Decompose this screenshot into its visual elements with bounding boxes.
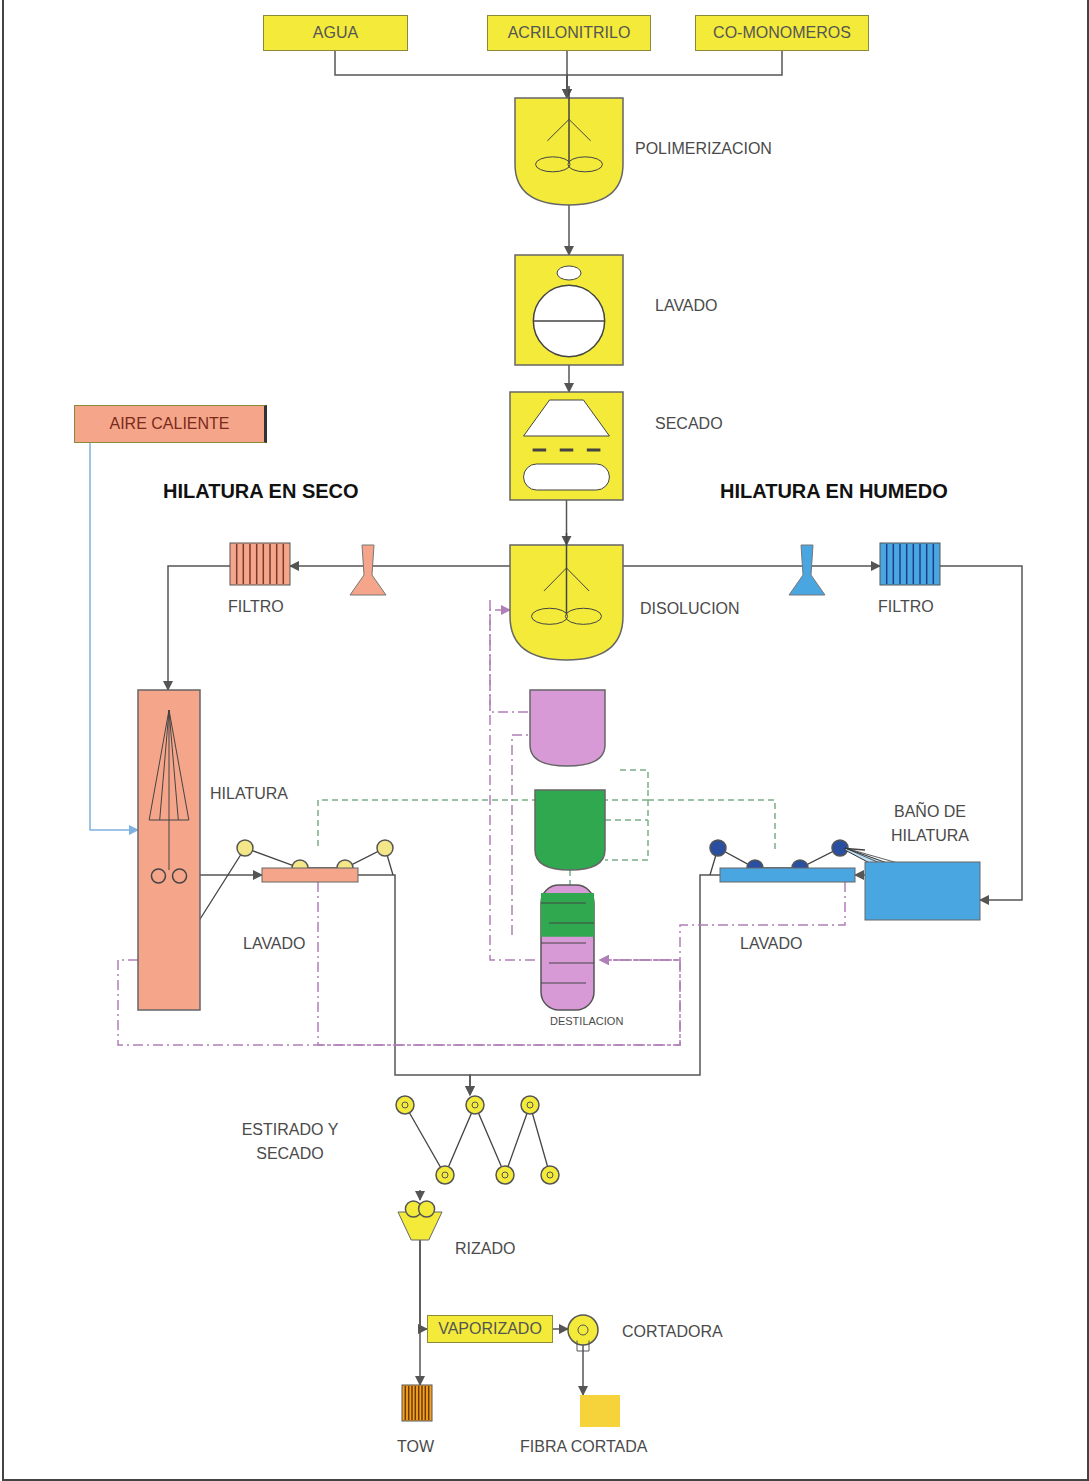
unit-label: SECADO (655, 415, 723, 433)
unit-label: BAÑO DE HILATURA (880, 800, 980, 848)
circle-symbol (568, 1315, 598, 1345)
dryer-symbol (510, 392, 623, 500)
unit-label: RIZADO (455, 1240, 515, 1258)
process-unit: BAÑO DE HILATURA (865, 862, 980, 920)
bath-symbol (865, 862, 980, 920)
unit-label: HILATURA (210, 785, 288, 803)
flow-connector (582, 1345, 584, 1395)
solid-symbol (580, 1395, 620, 1427)
flow-connector (600, 882, 845, 960)
flow-connector (855, 874, 865, 876)
unit-label: FILTRO (878, 598, 934, 616)
flow-connector (940, 566, 1022, 900)
process-unit: CORTADORA (568, 1315, 598, 1345)
unit-label: POLIMERIZACION (635, 140, 772, 158)
unit-label: DESTILACION (550, 1015, 623, 1027)
unit-label: LAVADO (243, 935, 306, 953)
storage-tank (535, 790, 605, 870)
rollers-symbol (390, 1095, 560, 1190)
process-unit: LAVADO (262, 868, 358, 882)
process-unit: RIZADO (398, 1200, 442, 1240)
bath-symbol (262, 868, 358, 882)
flow-connector (623, 565, 880, 567)
bath-symbol (720, 868, 855, 882)
process-unit: DISOLUCION (510, 545, 623, 660)
flow-connector (419, 1240, 421, 1385)
tower-symbol (138, 690, 200, 1010)
process-unit: LAVADO (515, 255, 623, 365)
unit-label: LAVADO (655, 297, 718, 315)
process-box: CO-MONOMEROS (695, 15, 869, 51)
box-label: CO-MONOMEROS (713, 24, 851, 42)
flow-connector (553, 1328, 568, 1330)
process-box: AGUA (263, 15, 408, 51)
flow-connector (168, 566, 230, 690)
unit-label: FIBRA CORTADA (520, 1438, 647, 1456)
flow-connector (90, 443, 138, 830)
unit-label: FILTRO (228, 598, 284, 616)
pump-symbol (350, 545, 386, 595)
tank-symbol (515, 98, 623, 205)
flow-connector (568, 365, 570, 392)
flow-connector (118, 960, 680, 1045)
process-unit: SECADO (510, 392, 623, 500)
tank-symbol (510, 545, 623, 660)
process-box: VAPORIZADO (427, 1315, 553, 1343)
washer-symbol (515, 255, 623, 365)
section-title: HILATURA EN SECO (163, 480, 359, 503)
column-symbol (535, 885, 600, 1010)
process-unit: HILATURA (138, 690, 200, 1010)
process-box: AIRE CALIENTE (74, 405, 267, 443)
unit-label: LAVADO (740, 935, 803, 953)
unit-label: ESTIRADO Y SECADO (240, 1118, 340, 1166)
process-unit: FILTRO (230, 543, 290, 585)
process-unit: TOW (402, 1385, 432, 1421)
flow-connector (567, 51, 782, 98)
filter-symbol (880, 543, 940, 585)
box-label: VAPORIZADO (438, 1320, 542, 1338)
flow-connector (419, 1190, 421, 1200)
unit-label: DISOLUCION (640, 600, 740, 618)
process-unit: POLIMERIZACION (515, 98, 623, 205)
process-box: ACRILONITRILO (487, 15, 651, 51)
process-unit: ESTIRADO Y SECADO (390, 1095, 560, 1190)
unit-label: TOW (397, 1438, 434, 1456)
process-unit: DESTILACION (535, 885, 600, 1010)
flow-connector (358, 875, 470, 1095)
flow-connector (200, 874, 262, 876)
funnel-symbol (398, 1200, 442, 1240)
flow-connector (490, 610, 535, 960)
box-label: AGUA (313, 24, 358, 42)
flow-connector (290, 565, 510, 567)
flow-connector (470, 875, 720, 1095)
unit-label: CORTADORA (622, 1323, 723, 1341)
filter-symbol (230, 543, 290, 585)
storage-tank (530, 690, 605, 766)
box-label: ACRILONITRILO (508, 24, 631, 42)
box-label: AIRE CALIENTE (109, 415, 229, 433)
process-unit: FIBRA CORTADA (580, 1395, 620, 1427)
tow-symbol (402, 1385, 432, 1421)
pump-symbol (789, 545, 825, 595)
flow-connector (420, 1240, 427, 1329)
flow-connector (318, 882, 680, 1045)
process-unit: FILTRO (880, 543, 940, 585)
section-title: HILATURA EN HUMEDO (720, 480, 948, 503)
process-unit: LAVADO (720, 868, 855, 882)
flow-connector (335, 51, 567, 98)
flow-connector (568, 205, 570, 255)
